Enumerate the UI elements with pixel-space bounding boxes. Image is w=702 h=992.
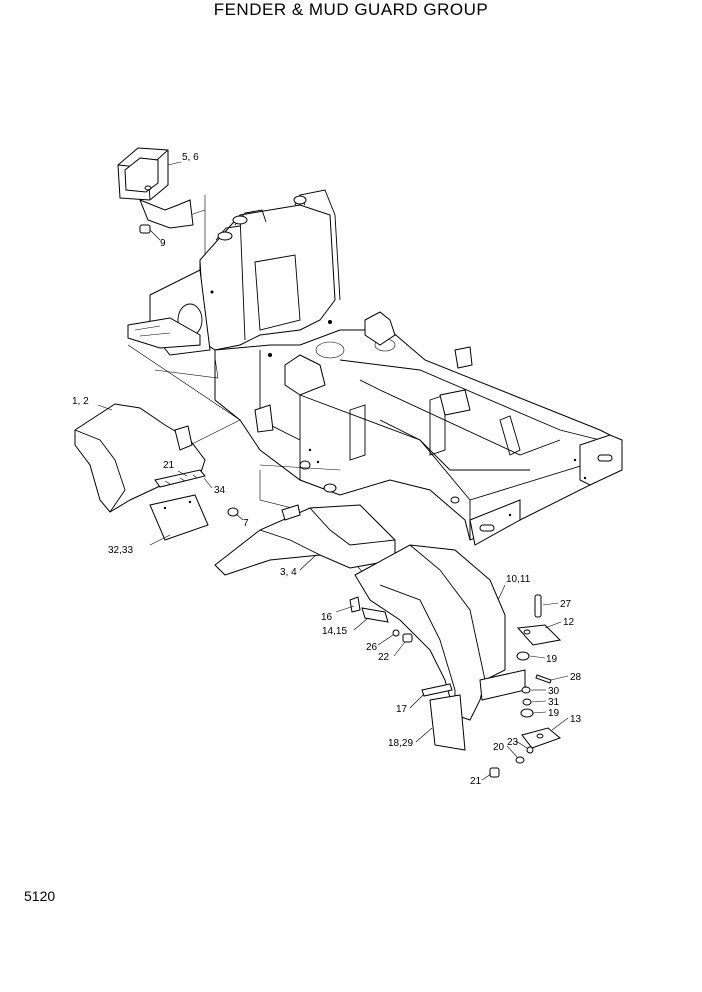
part-side-fender <box>214 504 396 576</box>
callout-27: 27 <box>560 599 572 610</box>
page-code: 5120 <box>24 888 56 904</box>
callout-20: 20 <box>493 742 505 753</box>
part-mud-flap-18-29 <box>429 694 466 751</box>
callout-30: 30 <box>548 686 560 697</box>
part-latch-16 <box>349 596 361 613</box>
part-bolt-21b <box>489 767 500 778</box>
callout-18-29: 18,29 <box>388 738 413 749</box>
callout-10-11: 10,11 <box>506 574 531 585</box>
page-title: FENDER & MUD GUARD GROUP <box>213 0 489 19</box>
callout-19b: 19 <box>548 708 560 719</box>
callout-12: 12 <box>563 617 575 628</box>
part-washer-26 <box>392 629 400 637</box>
callout-5-6: 5, 6 <box>182 152 199 163</box>
part-step-bracket <box>117 147 194 229</box>
callout-21b: 21 <box>470 776 482 787</box>
part-washer-31 <box>522 698 532 706</box>
callout-32-33: 32,33 <box>108 545 133 556</box>
callout-labels: 5, 6 9 1, 2 21 34 7 32,33 3, 4 10,11 27 … <box>72 152 582 787</box>
part-left-front-fender <box>74 403 206 513</box>
callout-26: 26 <box>366 642 378 653</box>
callout-17: 17 <box>396 704 408 715</box>
part-mud-flap-32-33 <box>149 494 209 541</box>
part-nut-23 <box>526 746 534 754</box>
callout-7: 7 <box>243 518 249 529</box>
callout-3-4: 3, 4 <box>280 567 297 578</box>
leader-lines <box>97 161 569 781</box>
callout-16: 16 <box>321 612 333 623</box>
callout-1-2: 1, 2 <box>72 396 89 407</box>
part-pin-27 <box>534 594 542 618</box>
callout-31: 31 <box>548 697 560 708</box>
callout-19a: 19 <box>546 654 558 665</box>
part-strip-17 <box>421 683 453 697</box>
part-rear-fender <box>354 544 526 721</box>
callout-21a: 21 <box>163 460 175 471</box>
part-washer-20 <box>515 756 525 764</box>
callout-14-15: 14,15 <box>322 626 347 637</box>
part-bracket-12 <box>516 624 562 646</box>
part-washer-30 <box>521 686 531 694</box>
part-bracket-13 <box>521 727 561 749</box>
callout-22: 22 <box>378 652 390 663</box>
part-bushing-19a <box>516 651 530 661</box>
callout-28: 28 <box>570 672 582 683</box>
part-washer-7 <box>227 507 239 517</box>
callout-13: 13 <box>570 714 582 725</box>
part-handle-14-15 <box>361 607 389 623</box>
callout-23: 23 <box>507 737 519 748</box>
part-bushing-19b <box>520 708 534 718</box>
callout-34: 34 <box>214 485 226 496</box>
part-bolt-9 <box>139 224 151 234</box>
main-frame <box>127 189 623 546</box>
part-bolt-22 <box>402 633 413 643</box>
callout-9: 9 <box>160 238 166 249</box>
part-spring-pin-28 <box>535 674 552 684</box>
